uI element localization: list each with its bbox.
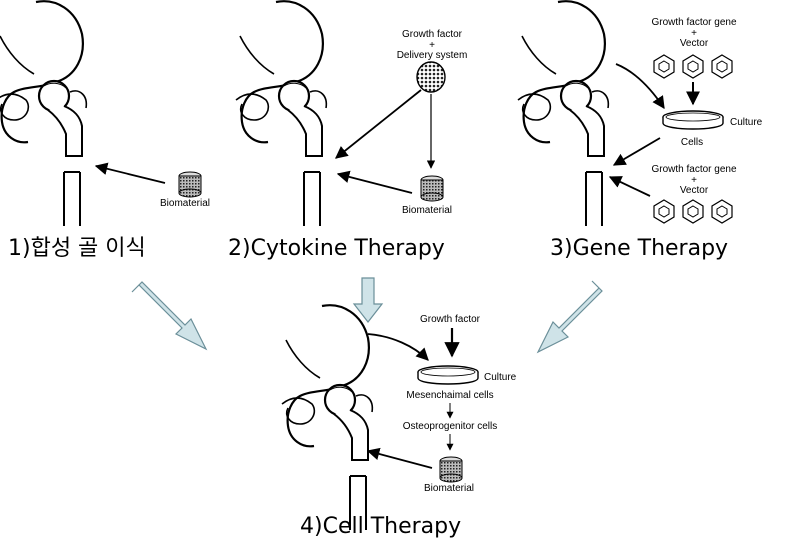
flow-arrows xyxy=(131,277,603,354)
p4-osteoprogenitor-label: Osteoprogenitor cells xyxy=(402,421,498,432)
flow-arrow-center xyxy=(352,277,384,323)
p3-plus-top-label: + xyxy=(691,28,697,39)
panel-2-title: 2)Cytokine Therapy xyxy=(228,236,445,261)
p3-cells-label: Cells xyxy=(680,137,704,148)
p4-culture-label: Culture xyxy=(484,372,517,383)
p3-vector-top-label: Vector xyxy=(679,38,709,49)
p3-gf-gene-bottom-label: Growth factor gene xyxy=(651,164,737,175)
panel-4-title: 4)Cell Therapy xyxy=(300,514,462,539)
p4-growth-factor-label: Growth factor xyxy=(419,314,481,325)
panel-4-art xyxy=(280,304,479,532)
p2-biomaterial-label: Biomaterial xyxy=(402,205,453,216)
p3-gf-gene-top-label: Growth factor gene xyxy=(651,17,737,28)
panel-1-title: 1)합성 골 이식 xyxy=(8,236,146,261)
p1-biomaterial-label: Biomaterial xyxy=(160,198,211,209)
flow-arrow-left xyxy=(131,281,208,351)
p2-growth-factor-label: Growth factor xyxy=(401,29,463,40)
p4-mesenchymal-label: Mesenchaimal cells xyxy=(406,390,494,401)
p3-plus-bottom-label: + xyxy=(691,175,697,186)
panel-2-art xyxy=(234,0,446,228)
p3-vector-bottom-label: Vector xyxy=(679,185,709,196)
p2-plus-label: + xyxy=(429,40,435,51)
panel-3-art xyxy=(516,0,733,228)
p4-biomaterial-label: Biomaterial xyxy=(424,483,475,494)
panel-3-title: 3)Gene Therapy xyxy=(550,236,729,261)
flow-arrow-right xyxy=(536,280,603,354)
p2-delivery-label: Delivery system xyxy=(396,50,468,61)
p3-culture-label: Culture xyxy=(730,117,763,128)
panel-1-art xyxy=(0,0,202,228)
